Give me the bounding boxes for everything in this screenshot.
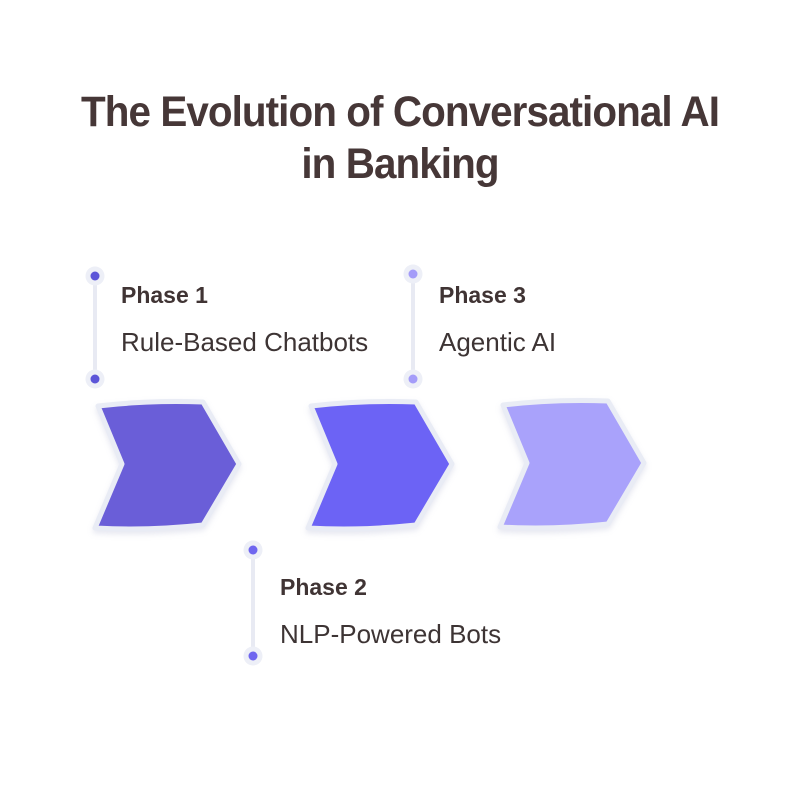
phase2-chevron-arrow-icon (305, 399, 455, 532)
phase3-chevron-shape (497, 398, 647, 531)
phase1-chevron-arrow-icon (92, 399, 242, 532)
phase3-dot-top (408, 269, 418, 279)
phase2-description: NLP-Powered Bots (280, 618, 502, 649)
phase2-text-block: Phase 2 NLP-Powered Bots (280, 574, 501, 650)
phase3-description: Agentic AI (439, 326, 557, 357)
phase1-chevron-shape (92, 399, 242, 532)
page-title-line2: in Banking (301, 140, 499, 188)
phase3-text-block: Phase 3 Agentic AI (439, 282, 556, 358)
phase3-label: Phase 3 (439, 282, 526, 308)
phase1-connector (85, 266, 105, 389)
phase2-dot-bottom (248, 651, 258, 661)
phase2-chevron-shape (305, 399, 455, 532)
phase3-chevron-arrow-icon (497, 398, 647, 531)
phase2-label: Phase 2 (280, 574, 367, 600)
phase3-dot-bottom (408, 374, 418, 384)
phase1-label: Phase 1 (121, 282, 208, 308)
phase1-dot-top (90, 271, 100, 281)
phase3-connector (403, 264, 423, 389)
page-title-line1: The Evolution of Conversational AI (80, 88, 720, 136)
page-title: The Evolution of Conversational AI in Ba… (24, 86, 776, 190)
phase1-dot-bottom (90, 374, 100, 384)
phase1-description: Rule-Based Chatbots (121, 326, 369, 357)
phase1-text-block: Phase 1 Rule-Based Chatbots (121, 282, 368, 358)
phase2-connector (243, 540, 263, 666)
phase2-dot-top (248, 545, 258, 555)
